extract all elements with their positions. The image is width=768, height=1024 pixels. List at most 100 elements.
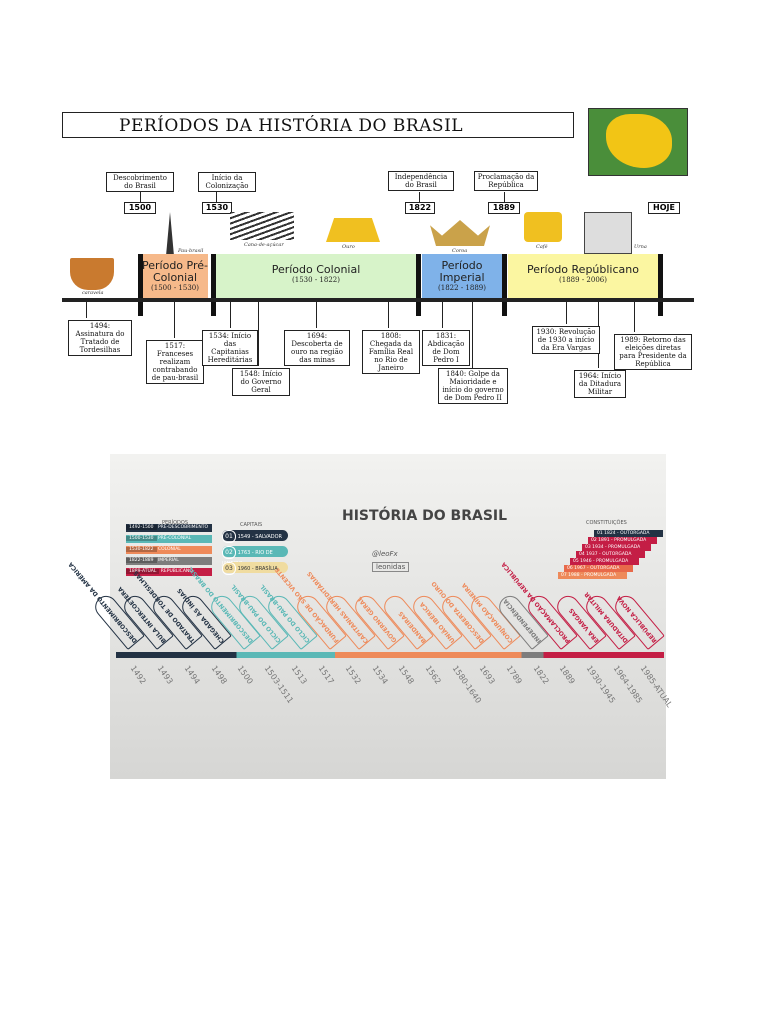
timeline-year: 1517 (316, 664, 336, 686)
year-1889: 1889 (488, 202, 520, 214)
timeline-year: 1822 (531, 664, 551, 686)
capitals-header: CAPITAIS (240, 522, 263, 528)
arrow-line (419, 192, 420, 202)
timeline-year: 1693 (477, 664, 497, 686)
separator-bar (416, 254, 421, 316)
capital-label: 1549 - SALVADOR (236, 534, 283, 540)
year-1822: 1822 (405, 202, 435, 214)
top-label-republica: Proclamação da República (474, 171, 538, 191)
connector-line (634, 302, 635, 332)
capital-legend-item: 01 1549 - SALVADOR (222, 530, 288, 543)
constitution-number: 07 (561, 573, 569, 578)
capital-legend-item: 03 1960 - BRASÍLIA (222, 562, 288, 575)
band-colonial: Período Colonial (1530 - 1822) (216, 254, 416, 300)
timeline-periods-figure: PERÍODOS DA HISTÓRIA DO BRASIL Descobrim… (58, 108, 698, 408)
history-of-brazil-infographic: HISTÓRIA DO BRASIL @leoFx leonidas PERÍO… (67, 454, 674, 779)
timeline-year: 1548 (397, 664, 417, 686)
connector-line (442, 302, 443, 328)
timeline-year: 1889 (558, 664, 578, 686)
band-name: Período Colonial (271, 263, 361, 276)
constitution-number: 06 (567, 566, 575, 571)
capital-number: 01 (222, 530, 236, 543)
event-1808: 1808: Chegada da Família Real no Rio de … (362, 330, 420, 374)
caravel-icon (70, 258, 114, 290)
event-1964: 1964: Início da Ditadura Militar (574, 370, 626, 398)
timeline-year: 1500 (235, 664, 256, 686)
gold-icon (326, 218, 380, 242)
event-1694: 1694: Descoberta de ouro na região das m… (284, 330, 350, 366)
constitution-label: 1937 - OUTORGADA (586, 552, 632, 557)
period-legend-item: 1889-ATUAL REPUBLICANO (126, 568, 212, 576)
band-range: (1889 - 2006) (559, 276, 607, 284)
band-imperial: Período Imperial (1822 - 1889) (422, 254, 502, 300)
caption-cafe: Café (536, 244, 548, 250)
top-label-colonizacao: Início da Colonização (198, 172, 256, 192)
constitution-number: 02 (591, 538, 599, 543)
event-1930: 1930: Revolução de 1930 a início da Era … (532, 326, 600, 354)
separator-bar (502, 254, 507, 316)
arrow-line (504, 192, 505, 202)
period-legend-item: 1492-1500 PRÉ-DESCOBRIMENTO (126, 524, 212, 532)
period-label: COLONIAL (156, 547, 181, 552)
tree-icon (166, 212, 174, 256)
arrow-line (140, 192, 141, 202)
timeline-year: 1513 (289, 664, 309, 686)
constitution-legend-item: 03 1934 - PROMULGADA (582, 544, 651, 551)
caption-ouro: Ouro (342, 244, 355, 250)
capital-label: 1960 - BRASÍLIA (236, 566, 278, 572)
ballot-box-icon (584, 212, 632, 254)
constitution-label: 1946 - PROMULGADA (580, 559, 629, 564)
brand-label: leonidas (372, 562, 410, 572)
sugarcane-icon (230, 212, 294, 240)
caption-coroa: Coroa (452, 248, 468, 254)
timeline-year: 1498 (209, 664, 229, 686)
year-1500: 1500 (124, 202, 156, 214)
coffee-icon (524, 212, 562, 242)
constitution-number: 01 (597, 531, 605, 536)
period-legend-item: 1500-1530 PRÉ-COLONIAL (126, 535, 212, 543)
separator-bar (211, 254, 216, 316)
infographic-title: HISTÓRIA DO BRASIL (342, 508, 508, 524)
band-range: (1500 - 1530) (151, 284, 199, 292)
event-1517: 1517: Franceses realizam contrabando de … (146, 340, 204, 384)
constitution-legend-item: 06 1967 - OUTORGADA (564, 565, 633, 572)
event-1494: 1494: Assinatura do Tratado de Tordesilh… (68, 320, 132, 356)
connector-line (472, 302, 473, 368)
constitution-label: 1934 - PROMULGADA (592, 545, 641, 550)
caption-urna: Urna (634, 244, 647, 250)
constitution-legend-item: 07 1988 - PROMULGADA (558, 572, 627, 579)
caption-caravela: caravela (82, 290, 104, 296)
event-1534: 1534: Início das Capitanias Hereditárias (202, 330, 258, 366)
crown-icon (430, 220, 490, 246)
caption-cana: Cana-de-açúcar (244, 242, 284, 248)
arrow-line (216, 192, 217, 202)
constitution-number: 04 (579, 552, 587, 557)
separator-bar (138, 254, 143, 316)
band-name: Período Pré-Colonial (142, 259, 208, 284)
period-label: REPUBLICANO (159, 569, 193, 574)
periods-header: PERÍODOS (162, 520, 189, 526)
constitution-legend-item: 04 1937 - OUTORGADA (576, 551, 645, 558)
constitutions-header: CONSTITUIÇÕES (586, 520, 627, 526)
event-1989: 1989: Retorno das eleições diretas para … (614, 334, 692, 370)
period-years: 1822-1889 (126, 558, 157, 563)
constitution-label: 1967 - OUTORGADA (574, 566, 620, 571)
constitution-label: 1988 - PROMULGADA (568, 573, 617, 578)
connector-line (388, 302, 389, 328)
band-range: (1530 - 1822) (292, 276, 340, 284)
constitution-legend-item: 05 1946 - PROMULGADA (570, 558, 639, 565)
period-years: 1889-ATUAL (126, 569, 160, 574)
timeline-year: 1985-ATUAL (638, 664, 674, 709)
top-label-descobrimento: Descobrimento do Brasil (106, 172, 174, 192)
constitution-number: 03 (585, 545, 593, 550)
constitution-label: 1824 - OUTORGADA (604, 531, 650, 536)
event-1840: 1840: Golpe da Maioridade e início do go… (438, 368, 508, 404)
caption-pau-brasil: Pau-brasil (178, 248, 204, 254)
period-label: IMPERIAL (156, 558, 179, 563)
period-years: 1492-1500 (126, 525, 157, 530)
band-name: Período Imperial (439, 259, 485, 284)
timeline-year: 1493 (155, 664, 175, 686)
figure-title: PERÍODOS DA HISTÓRIA DO BRASIL (62, 112, 574, 138)
timeline-year: 1492 (128, 664, 148, 686)
